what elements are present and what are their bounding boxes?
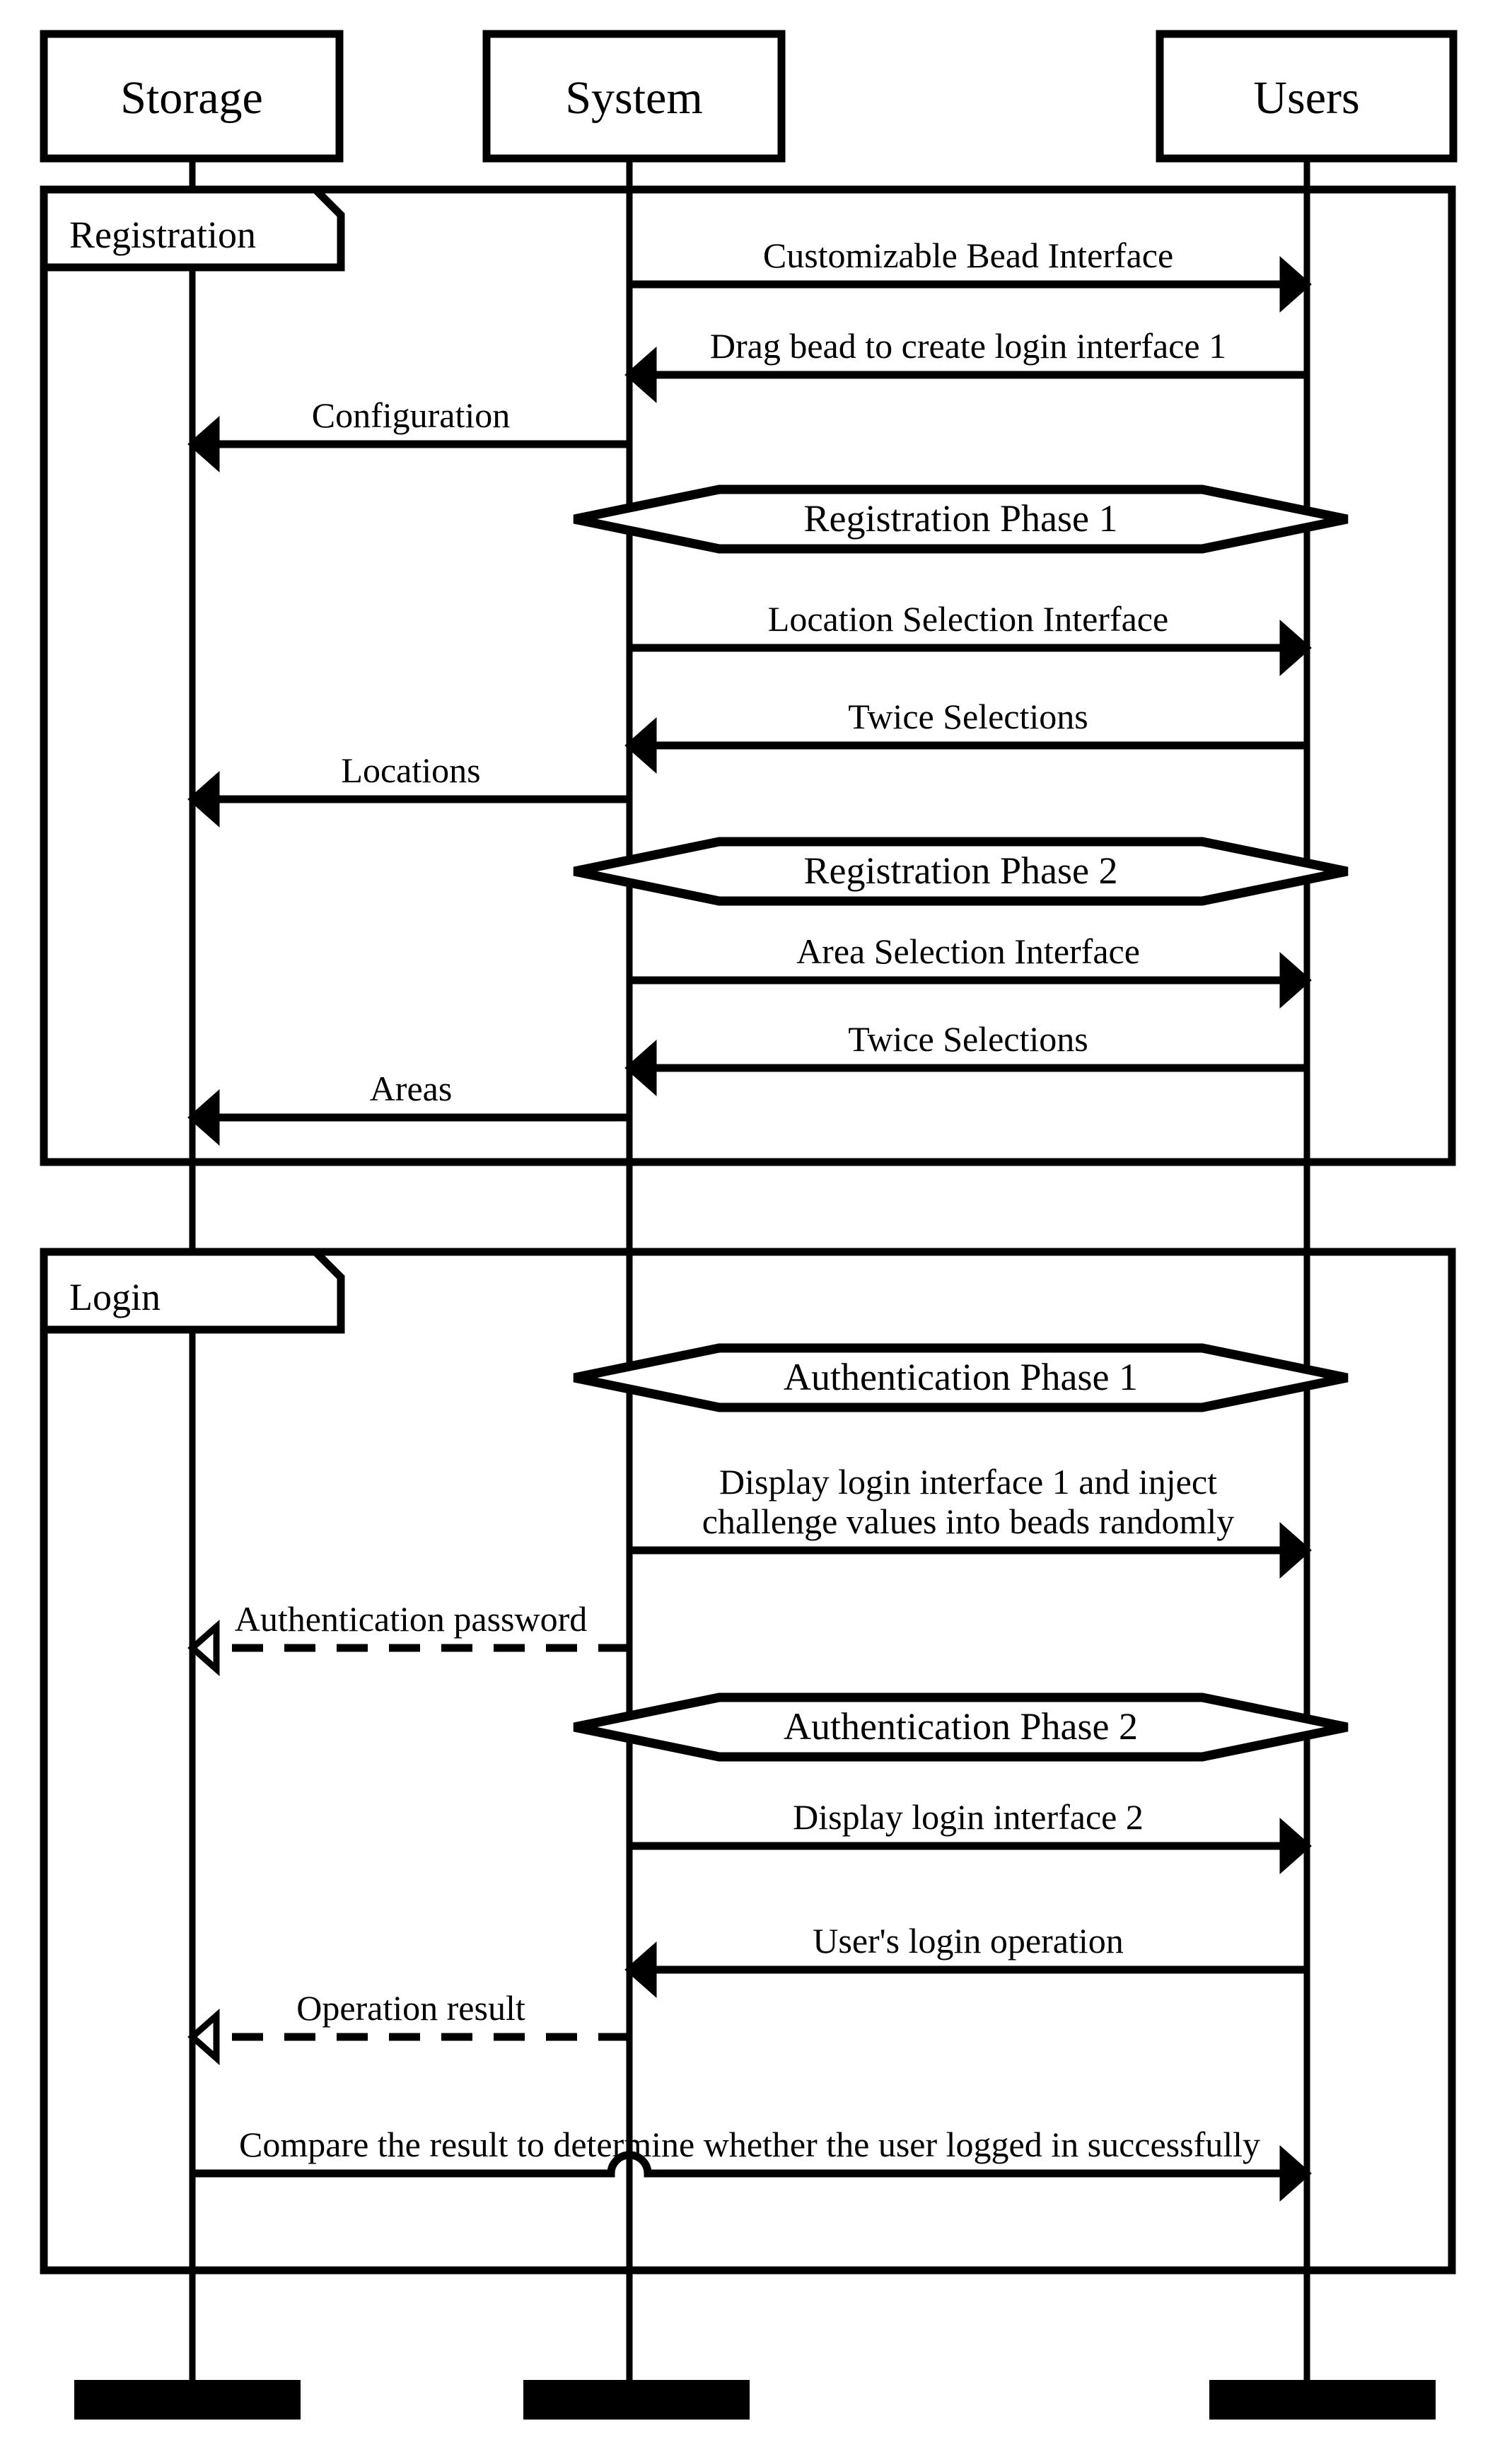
login-frame-label: Login: [69, 1276, 161, 1318]
message-label-m13: User's login operation: [813, 1921, 1123, 1961]
message-arrowhead-m10: [1279, 1522, 1312, 1579]
registration-frame-tab: [40, 185, 345, 272]
message-label-m11: Authentication password: [235, 1599, 588, 1639]
message-m13: User's login operation: [624, 1921, 1307, 1998]
phase-marker-shape-p3: [573, 1343, 1349, 1412]
login-frame-tab: [40, 1248, 345, 1334]
message-m4: Location Selection Interface: [629, 599, 1312, 676]
phase-marker-label-p3: Authentication Phase 1: [784, 1356, 1138, 1398]
phase-marker-p1: Registration Phase 1: [573, 484, 1349, 554]
participant-box-users[interactable]: [1156, 30, 1458, 163]
phase-marker-label-p2: Registration Phase 2: [804, 849, 1118, 892]
message-m10: Display login interface 1 and injectchal…: [629, 1462, 1312, 1579]
phase-marker-shape-p1: [573, 484, 1349, 554]
message-arrowhead-m5: [624, 717, 657, 774]
message-arrowhead-m11: [187, 1620, 220, 1676]
terminator-users: [1209, 2380, 1436, 2420]
phase-marker-shape-p4: [573, 1692, 1349, 1762]
message-label-m4: Location Selection Interface: [768, 599, 1168, 639]
participant-system[interactable]: System: [482, 30, 786, 163]
registration-frame: [40, 185, 1456, 1166]
message-label-m5: Twice Selections: [848, 697, 1088, 736]
message-m6: Locations: [187, 750, 629, 827]
message-label-m7: Area Selection Interface: [796, 931, 1140, 971]
message-label-m3: Configuration: [312, 395, 511, 435]
message-m3: Configuration: [187, 395, 629, 472]
message-label-m2: Drag bead to create login interface 1: [710, 326, 1226, 366]
message-arrowhead-m13: [624, 1941, 657, 1998]
phase-marker-label-p1: Registration Phase 1: [804, 497, 1118, 540]
message-arrowhead-m6: [187, 771, 220, 827]
phase-marker-p3: Authentication Phase 1: [573, 1343, 1349, 1412]
participant-box-storage[interactable]: [40, 30, 344, 163]
phase-marker-p2: Registration Phase 2: [573, 837, 1349, 906]
message-label-m10-line2: challenge values into beads randomly: [702, 1502, 1235, 1541]
message-label-m8: Twice Selections: [848, 1019, 1088, 1059]
phase-marker-shape-p2: [573, 837, 1349, 906]
participant-storage[interactable]: Storage: [40, 30, 344, 163]
participant-label-storage: Storage: [120, 72, 263, 124]
message-arrowhead-m7: [1279, 952, 1312, 1009]
registration-frame-label: Registration: [69, 214, 256, 256]
message-m11: Authentication password: [187, 1599, 629, 1676]
participant-users[interactable]: Users: [1156, 30, 1458, 163]
message-arrowhead-m12: [1279, 1818, 1312, 1874]
message-label-m12: Display login interface 2: [793, 1797, 1144, 1837]
message-label-m15: Compare the result to determine whether …: [239, 2125, 1260, 2164]
message-label-m1: Customizable Bead Interface: [763, 236, 1173, 275]
participant-box-system[interactable]: [482, 30, 786, 163]
message-m8: Twice Selections: [624, 1019, 1307, 1096]
message-label-m14: Operation result: [296, 1988, 525, 2028]
message-m1: Customizable Bead Interface: [629, 236, 1312, 313]
message-label-m6: Locations: [341, 750, 480, 790]
message-arrowhead-m8: [624, 1040, 657, 1096]
participant-label-users: Users: [1253, 72, 1359, 124]
participant-heads-layer: Storage System Users: [40, 30, 1458, 163]
message-label-m9: Areas: [370, 1069, 453, 1108]
message-arrowhead-m2: [624, 347, 657, 403]
message-arrowhead-m3: [187, 416, 220, 472]
phase-marker-label-p4: Authentication Phase 2: [784, 1705, 1138, 1748]
message-arrowhead-m1: [1279, 256, 1312, 313]
message-arrowhead-m15: [1279, 2145, 1312, 2202]
phase-markers-layer: Registration Phase 1 Registration Phase 2…: [573, 484, 1349, 1762]
participant-label-system: System: [565, 72, 702, 124]
message-m2: Drag bead to create login interface 1: [624, 326, 1307, 403]
login-frame: [40, 1248, 1456, 2275]
message-m9: Areas: [187, 1069, 629, 1146]
message-m5: Twice Selections: [624, 697, 1307, 774]
terminator-system: [523, 2380, 750, 2420]
message-m15: Compare the result to determine whether …: [192, 2125, 1312, 2202]
phase-marker-p4: Authentication Phase 2: [573, 1692, 1349, 1762]
message-arrowhead-m4: [1279, 620, 1312, 676]
message-arrowhead-m14: [187, 2009, 220, 2065]
message-m12: Display login interface 2: [629, 1797, 1312, 1874]
message-shaft-m15: [192, 2151, 1283, 2178]
terminators-layer: [74, 2380, 1436, 2420]
message-arrowhead-m9: [187, 1089, 220, 1146]
message-m7: Area Selection Interface: [629, 931, 1312, 1009]
message-m14: Operation result: [187, 1988, 629, 2065]
message-label-m10-line1: Display login interface 1 and inject: [719, 1462, 1217, 1502]
terminator-storage: [74, 2380, 301, 2420]
